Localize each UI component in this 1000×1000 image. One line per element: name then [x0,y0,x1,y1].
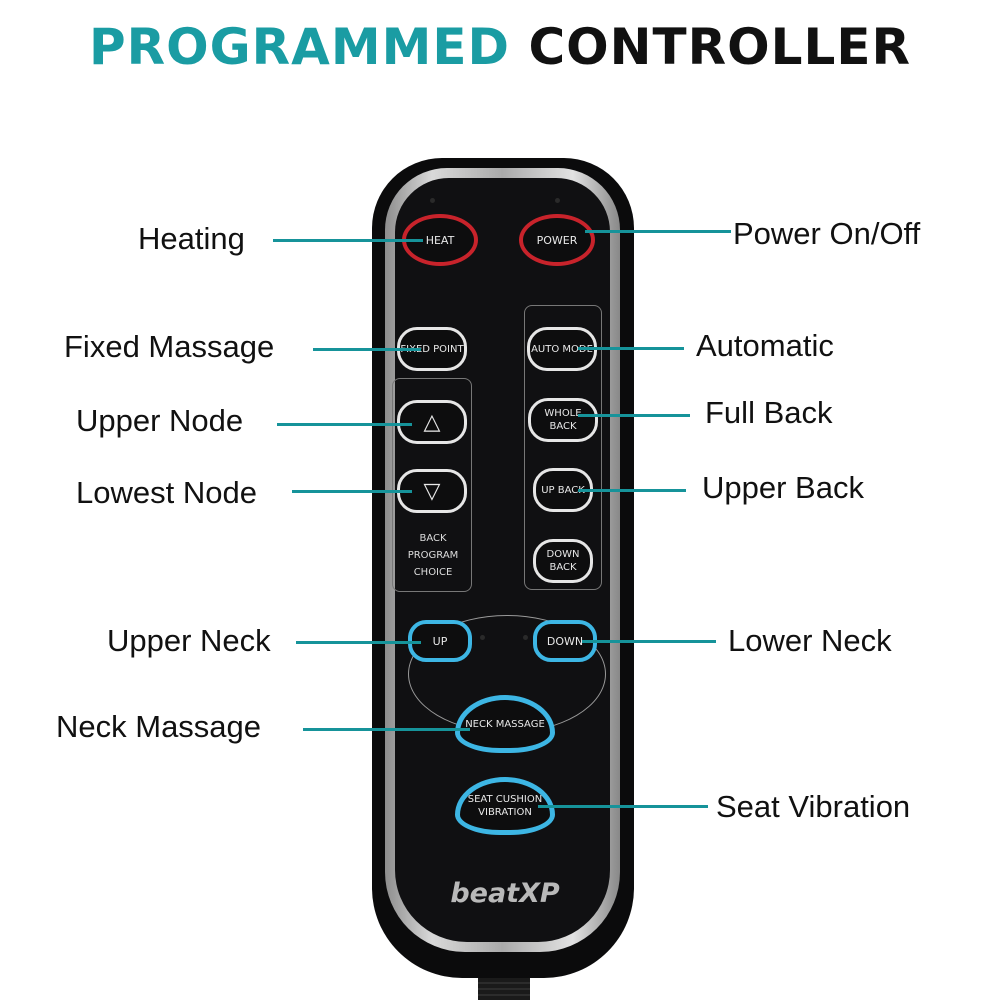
label-lower-neck: Lower Neck [728,623,892,658]
neck-up-button[interactable]: UP [408,620,472,662]
leader-line [273,239,423,242]
led [430,198,435,203]
page-title: PROGRAMMED CONTROLLER [0,18,1000,76]
label-neck-massage: Neck Massage [56,709,262,744]
group-label-line: BACK [419,533,447,544]
back-mode-group [524,305,602,590]
down-back-button[interactable]: DOWN BACK [533,539,593,583]
led [523,635,528,640]
label-upper-back: Upper Back [702,470,864,505]
leader-line [585,230,731,233]
down-arrow-button[interactable]: ▽ [397,469,467,513]
label-lowest-node: Lowest Node [76,475,257,510]
label-seat-vibration: Seat Vibration [716,789,911,824]
whole-back-button[interactable]: WHOLE BACK [528,398,598,442]
leader-line [538,805,708,808]
leader-line [582,640,716,643]
back-program-group [392,378,472,592]
label-automatic: Automatic [696,328,834,363]
label-power: Power On/Off [733,216,921,251]
leader-line [303,728,470,731]
label-upper-node: Upper Node [76,403,244,438]
leader-line [292,490,412,493]
label-heating: Heating [138,221,245,256]
group-label-line: CHOICE [413,567,453,578]
label-fixed-massage: Fixed Massage [64,329,275,364]
label-upper-neck: Upper Neck [107,623,271,658]
title-accent: PROGRAMMED [88,18,511,76]
brand-logo: beatXP [450,878,560,909]
title-main: CONTROLLER [528,18,912,76]
back-program-choice-label: BACK PROGRAM CHOICE [400,530,466,581]
leader-line [296,641,421,644]
up-arrow-button[interactable]: △ [397,400,467,444]
power-button[interactable]: POWER [519,214,595,266]
neck-massage-button[interactable]: NECK MASSAGE [455,695,555,753]
leader-line [313,348,421,351]
group-label-line: PROGRAM [407,550,459,561]
leader-line [578,414,690,417]
led [480,635,485,640]
label-full-back: Full Back [705,395,833,430]
leader-line [578,489,686,492]
leader-line [277,423,412,426]
led [555,198,560,203]
leader-line [578,347,684,350]
